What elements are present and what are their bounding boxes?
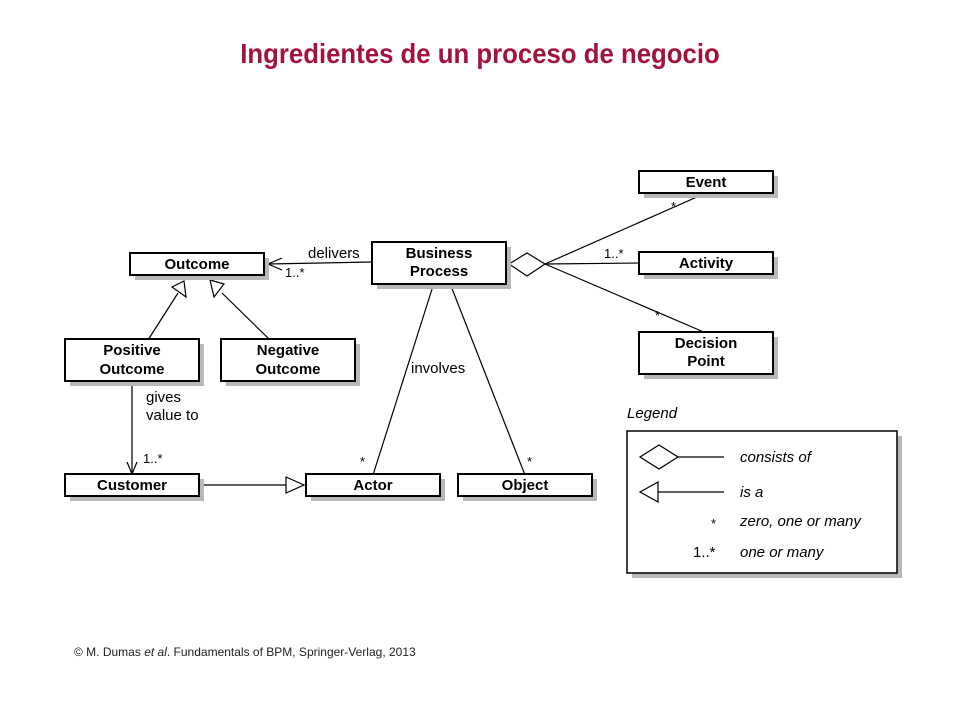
legend-diamond-icon xyxy=(638,444,680,470)
decision-point-box xyxy=(638,331,774,375)
business-process-box xyxy=(371,241,507,285)
positive-outcome-box xyxy=(64,338,200,382)
positive-outcome-label-line1: Positive xyxy=(103,342,161,359)
actor-box xyxy=(305,473,441,497)
object-box xyxy=(457,473,593,497)
legend-title: Legend xyxy=(627,405,678,422)
delivers-label: delivers xyxy=(308,245,360,262)
delivers-multiplicity: 1..* xyxy=(285,265,305,280)
negative-generalization-head xyxy=(209,279,226,299)
actor-multiplicity: * xyxy=(360,454,365,469)
business-process-label-line2: Process xyxy=(410,263,468,280)
positive-generalization-head xyxy=(170,280,187,299)
customer-multiplicity: 1..* xyxy=(143,451,163,466)
object-label: Object xyxy=(502,477,549,494)
legend-star-text: zero, one or many xyxy=(739,513,862,530)
decision-point-label-line1: Decision xyxy=(675,335,738,352)
citation-suffix: . Fundamentals of BPM, Springer-Verlag, … xyxy=(166,645,416,659)
gives-value-label-line2: value to xyxy=(146,407,199,424)
outcome-box xyxy=(129,252,265,276)
outcome-label: Outcome xyxy=(164,256,229,273)
positive-generalization-line xyxy=(147,292,179,341)
event-link-line xyxy=(544,192,707,265)
legend-one-many-symbol: 1..* xyxy=(693,544,716,561)
object-multiplicity: * xyxy=(527,454,532,469)
customer-actor-head xyxy=(285,476,306,494)
event-box xyxy=(638,170,774,194)
activity-box xyxy=(638,251,774,275)
negative-outcome-box xyxy=(220,338,356,382)
activity-label: Activity xyxy=(679,255,734,272)
page-title: Ingredientes de un proceso de negocio xyxy=(240,38,720,69)
delivers-line xyxy=(267,261,373,265)
involves-object-line xyxy=(450,285,526,476)
citation-et-al: et al xyxy=(144,645,167,659)
legend-one-many-text: one or many xyxy=(740,544,825,561)
legend-consists-of: consists of xyxy=(740,449,813,466)
citation-prefix: © M. Dumas xyxy=(74,645,145,659)
positive-outcome-label-line2: Outcome xyxy=(99,361,164,378)
negative-outcome-label-line2: Outcome xyxy=(255,361,320,378)
activity-link-line xyxy=(544,262,641,265)
involves-label: involves xyxy=(411,360,465,377)
negative-generalization-line xyxy=(221,292,271,341)
legend-triangle-icon xyxy=(638,480,659,504)
legend-is-a: is a xyxy=(740,484,763,501)
actor-label: Actor xyxy=(353,477,392,494)
legend-star-symbol: * xyxy=(711,516,716,531)
involves-actor-line xyxy=(372,285,434,476)
customer-box xyxy=(64,473,200,497)
event-multiplicity: * xyxy=(671,199,676,214)
decision-point-label-line2: Point xyxy=(687,353,725,370)
business-process-label-line1: Business xyxy=(406,245,473,262)
negative-outcome-label-line1: Negative xyxy=(257,342,320,359)
decision-link-line xyxy=(544,263,707,334)
event-label: Event xyxy=(686,174,727,191)
decision-multiplicity: * xyxy=(655,308,660,323)
activity-multiplicity: 1..* xyxy=(604,246,624,261)
customer-label: Customer xyxy=(97,477,167,494)
gives-value-label-line1: gives xyxy=(146,389,181,406)
citation: © M. Dumas et al. Fundamentals of BPM, S… xyxy=(74,645,416,659)
consists-of-diamond xyxy=(507,252,547,277)
